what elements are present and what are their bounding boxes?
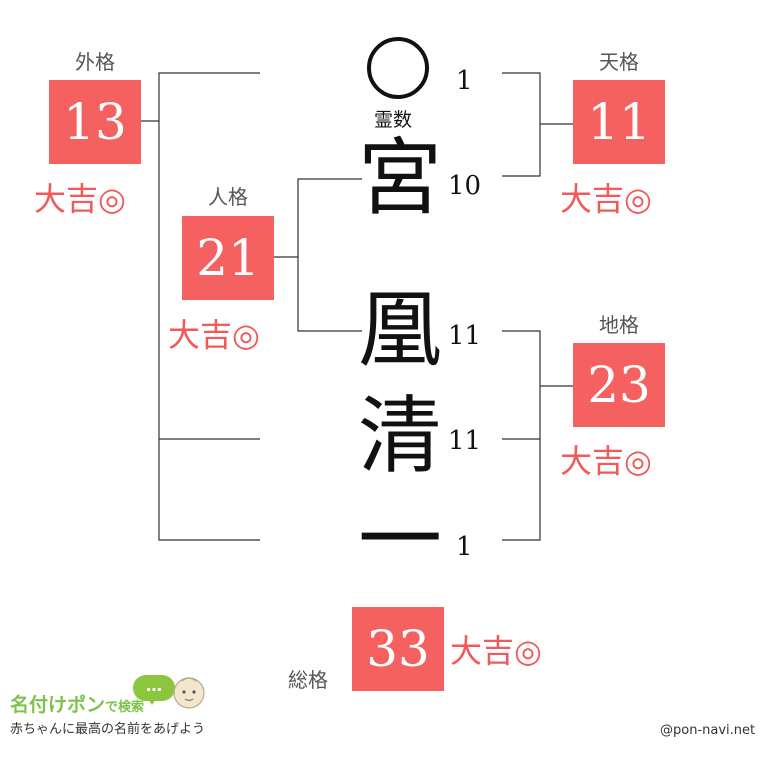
soukaku-label: 総格 — [288, 668, 328, 692]
chikaku-value: 23 — [573, 343, 665, 427]
reisu-label: 霊数 — [374, 109, 413, 131]
logo-subtitle: 赤ちゃんに最高の名前をあげよう — [10, 722, 206, 737]
reisu-circle-icon — [367, 37, 429, 99]
chikaku-fortune: 大吉◎ — [560, 442, 652, 480]
tenkaku-bracket — [502, 72, 541, 177]
name-char-3-stroke: 11 — [448, 426, 482, 456]
soukaku-value: 33 — [352, 607, 444, 691]
jinkaku-value: 21 — [182, 216, 274, 300]
reisu-stroke: 1 — [456, 66, 473, 96]
site-credit: @pon-navi.net — [660, 723, 756, 738]
gaikaku-label: 外格 — [75, 50, 115, 74]
gaikaku-value: 13 — [49, 80, 141, 164]
name-char-1: 宮 — [357, 129, 442, 227]
name-char-2: 凰 — [357, 281, 442, 379]
name-char-2-stroke: 11 — [448, 321, 482, 351]
jinkaku-bracket — [297, 178, 362, 332]
tenkaku-value: 11 — [573, 80, 665, 164]
chikaku-bracket — [502, 330, 541, 541]
logo-title-suffix: で検索 — [105, 700, 145, 715]
baby-face-icon — [173, 677, 205, 709]
tenkaku-fortune: 大吉◎ — [560, 180, 652, 218]
name-char-3: 清 — [357, 387, 442, 485]
jinkaku-fortune: 大吉◎ — [168, 316, 260, 354]
name-char-1-stroke: 10 — [448, 171, 482, 201]
gaikaku-bracket — [158, 72, 260, 541]
speech-bubble-tail — [146, 696, 158, 705]
logo-title: 名付けポンで検索 — [10, 690, 144, 717]
soukaku-fortune: 大吉◎ — [450, 632, 542, 670]
name-char-4-stroke: 1 — [456, 532, 473, 562]
logo-title-main: 名付けポン — [10, 694, 106, 716]
tenkaku-label: 天格 — [599, 50, 639, 74]
name-char-4: 一 — [357, 491, 442, 589]
jinkaku-label: 人格 — [208, 185, 248, 209]
chikaku-label: 地格 — [599, 313, 639, 337]
gaikaku-fortune: 大吉◎ — [34, 180, 126, 218]
